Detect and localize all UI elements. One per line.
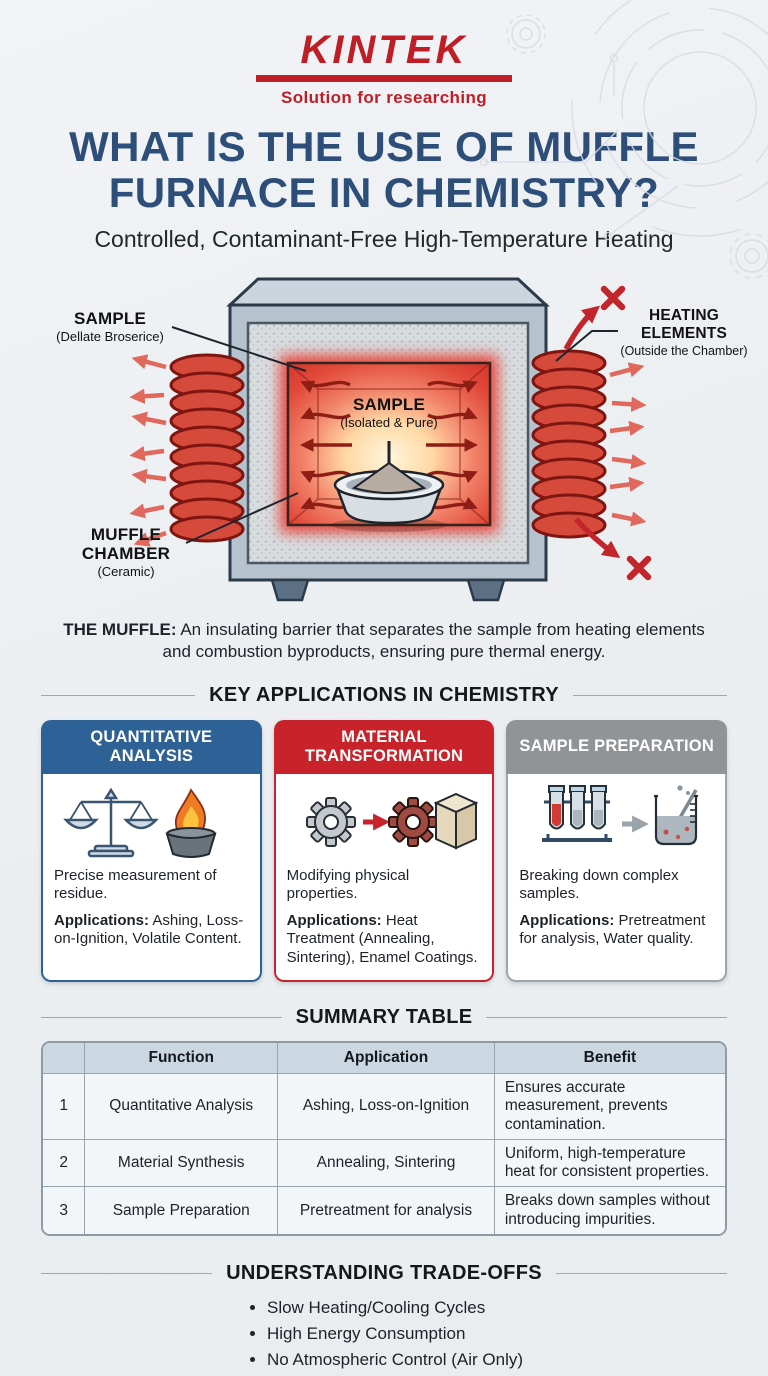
- page-subtitle: Controlled, Contaminant-Free High-Temper…: [94, 226, 674, 253]
- label-sample-outer: SAMPLE (Dellate Broserice): [44, 309, 176, 345]
- sample-prep-icon: [541, 784, 698, 845]
- label-sample-outer-sub: (Dellate Broserice): [56, 329, 164, 345]
- summary-heading-text: SUMMARY TABLE: [295, 1006, 473, 1029]
- card-description: Precise measurement of residue.: [54, 866, 217, 902]
- page-title-line2: FURNACE IN CHEMISTRY?: [108, 169, 660, 217]
- table-row: 3 Sample Preparation Pretreatment for an…: [43, 1186, 725, 1235]
- card-applications: Applications: Ashing, Loss-on-Ignition, …: [54, 912, 244, 948]
- cube-icon: [433, 792, 479, 850]
- card-quantitative-analysis: QUANTITATIVE ANALYSIS: [41, 719, 262, 983]
- blocked-path-top-icon: [563, 286, 626, 351]
- applications-heading-text: KEY APPLICATIONS IN CHEMISTRY: [209, 683, 559, 706]
- label-sample-inner-title: SAMPLE: [352, 395, 426, 415]
- tradeoffs-heading-text: UNDERSTANDING TRADE-OFFS: [226, 1262, 542, 1285]
- col-function: Function: [84, 1043, 279, 1075]
- brand-name: KINTEK: [300, 28, 468, 72]
- logo-underline: [256, 75, 512, 82]
- card-sample-preparation: SAMPLE PREPARATION: [506, 719, 728, 983]
- card-description: Modifying physical properties.: [286, 866, 410, 902]
- col-index: [43, 1043, 86, 1075]
- table-row: 2 Material Synthesis Annealing, Sinterin…: [43, 1138, 725, 1188]
- card-title: MATERIAL TRANSFORMATION: [273, 719, 495, 774]
- heating-coil-left: [169, 353, 245, 543]
- label-sample-outer-title: SAMPLE: [73, 309, 147, 329]
- tradeoffs-heading: UNDERSTANDING TRADE-OFFS: [41, 1262, 727, 1285]
- list-item: No Atmospheric Control (Air Only): [267, 1349, 523, 1371]
- summary-table: Function Application Benefit 1 Quantitat…: [41, 1041, 727, 1237]
- label-sample-inner-sub: (Isolated & Pure): [340, 415, 438, 431]
- card-title: SAMPLE PREPARATION: [506, 719, 728, 774]
- label-muffle-chamber-sub: (Ceramic): [97, 564, 155, 580]
- brand-tagline: Solution for researching: [280, 88, 488, 107]
- blocked-path-bottom-icon: [573, 517, 652, 581]
- heading-rule-left: [41, 1017, 282, 1019]
- gear-icon: [306, 796, 356, 847]
- muffle-caption-label: THE MUFFLE:: [63, 620, 177, 640]
- col-application: Application: [277, 1043, 495, 1075]
- label-muffle-chamber-title: MUFFLE CHAMBER: [81, 525, 171, 564]
- muffle-furnace-diagram: SAMPLE (Dellate Broserice) HEATING ELEME…: [0, 267, 768, 615]
- test-tubes-icon: [541, 784, 612, 842]
- applications-heading: KEY APPLICATIONS IN CHEMISTRY: [41, 684, 727, 707]
- tradeoffs-list: Slow Heating/Cooling Cycles High Energy …: [245, 1297, 523, 1371]
- list-item: Slow Heating/Cooling Cycles: [267, 1297, 523, 1319]
- card-applications: Applications: Heat Treatment (Annealing,…: [286, 912, 478, 966]
- page-title: WHAT IS THE USE OF MUFFLE FURNACE IN CHE…: [0, 123, 768, 217]
- label-heating-elements-sub: (Outside the Chamber): [620, 344, 748, 359]
- muffle-caption: THE MUFFLE: An insulating barrier that s…: [58, 619, 710, 663]
- card-title: QUANTITATIVE ANALYSIS: [41, 719, 262, 774]
- page-title-line1: WHAT IS THE USE OF MUFFLE: [69, 123, 699, 170]
- gear-transform-icon: [306, 792, 479, 850]
- muffle-caption-text: An insulating barrier that separates the…: [162, 620, 705, 662]
- application-cards: QUANTITATIVE ANALYSIS: [0, 719, 768, 983]
- card-material-transformation: MATERIAL TRANSFORMATION: [273, 719, 495, 983]
- label-heating-elements-title: HEATING ELEMENTS: [641, 307, 727, 342]
- background-circuit-decoration: [479, 0, 768, 279]
- summary-heading: SUMMARY TABLE: [41, 1006, 728, 1029]
- heading-rule-right: [555, 1273, 727, 1275]
- brand-logo: KINTEK Solution for researching: [0, 0, 768, 108]
- heading-rule-left: [41, 1273, 213, 1275]
- col-benefit: Benefit: [493, 1043, 725, 1075]
- table-header-row: Function Application Benefit: [43, 1043, 725, 1075]
- label-muffle-chamber: MUFFLE CHAMBER (Ceramic): [60, 525, 192, 580]
- heading-rule-right: [486, 1017, 728, 1019]
- list-item: High Energy Consumption: [267, 1323, 523, 1345]
- furnace-illustration: [129, 277, 652, 602]
- label-heating-elements: HEATING ELEMENTS (Outside the Chamber): [608, 307, 760, 358]
- card-applications: Applications: Pretreatment for analysis,…: [519, 912, 706, 948]
- gear-icon: [388, 796, 438, 847]
- balance-scale-icon: [63, 787, 217, 858]
- heading-rule-left: [41, 694, 196, 696]
- heating-coil-right: [531, 349, 607, 539]
- crucible-flame-icon: [165, 787, 217, 858]
- heading-rule-right: [572, 694, 727, 696]
- card-description: Breaking down complex samples.: [519, 866, 679, 902]
- table-row: 1 Quantitative Analysis Ashing, Loss-on-…: [43, 1073, 725, 1140]
- label-sample-inner: SAMPLE (Isolated & Pure): [314, 395, 464, 431]
- beaker-icon: [653, 784, 698, 845]
